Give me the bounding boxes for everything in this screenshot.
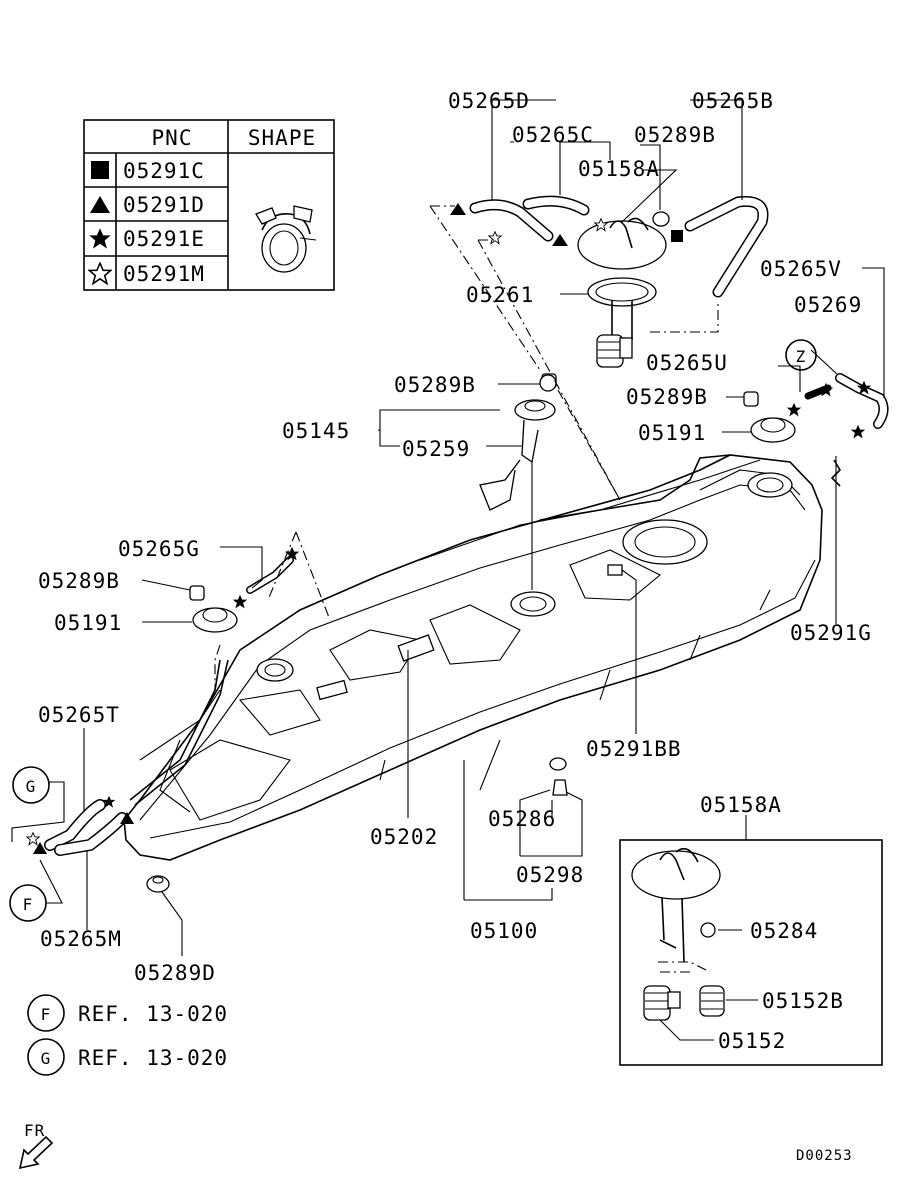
label-05265b: 05265B — [692, 89, 774, 113]
legend-pnc-05291d: 05291D — [123, 193, 205, 217]
diagram-code: D00253 — [796, 1148, 853, 1164]
legend-header-pnc: PNC — [152, 126, 193, 150]
label-05265v: 05265V — [760, 257, 842, 281]
arrow-down-left-icon — [18, 1135, 54, 1170]
front-direction-indicator: FR — [18, 1121, 54, 1170]
reference-g: G REF. 13-020 — [27, 1038, 228, 1076]
hose-clamp-icon — [255, 205, 317, 273]
label-05265u: 05265U — [646, 351, 728, 375]
svg-text:F: F — [41, 1005, 52, 1024]
part-labels: 05265D 05265B 05265C 05289B 05158A 05261… — [38, 89, 872, 1053]
svg-text:Z: Z — [796, 347, 807, 366]
label-05291g: 05291G — [790, 621, 872, 645]
label-05265t: 05265T — [38, 703, 120, 727]
outline-star-icon — [88, 262, 112, 285]
label-05152b: 05152B — [762, 989, 844, 1013]
label-05191-left: 05191 — [54, 611, 122, 635]
small-parts — [146, 211, 683, 893]
legend-pnc-05291c: 05291C — [123, 159, 205, 183]
clip-symbols — [26, 203, 872, 854]
drain-plug — [146, 875, 170, 893]
svg-text:REF. 13-020: REF. 13-020 — [78, 1046, 228, 1070]
vent-parts-left — [189, 556, 294, 690]
label-05145: 05145 — [282, 419, 350, 443]
callout-z: Z — [785, 339, 817, 371]
label-05269: 05269 — [794, 293, 862, 317]
svg-text:G: G — [41, 1049, 52, 1068]
hoses-lower-left — [44, 799, 128, 856]
label-05265c: 05265C — [512, 123, 594, 147]
label-05298: 05298 — [516, 863, 584, 887]
label-05286: 05286 — [488, 807, 556, 831]
legend-pnc-05291m: 05291M — [123, 262, 205, 286]
label-05202: 05202 — [370, 825, 438, 849]
reference-f: F REF. 13-020 — [27, 994, 228, 1032]
label-05289b-top: 05289B — [634, 123, 716, 147]
filled-triangle-icon — [90, 196, 110, 213]
inset-05158a — [619, 815, 883, 1066]
label-05265d: 05265D — [448, 89, 530, 113]
label-05289b-mid: 05289B — [394, 373, 476, 397]
svg-text:G: G — [26, 777, 37, 796]
svg-text:REF. 13-020: REF. 13-020 — [78, 1002, 228, 1026]
label-05265m: 05265M — [40, 927, 122, 951]
svg-text:F: F — [23, 895, 34, 914]
callout-f: F — [9, 859, 63, 922]
label-05158a-top: 05158A — [578, 157, 660, 181]
label-05100: 05100 — [470, 919, 538, 943]
label-05191-right: 05191 — [638, 421, 706, 445]
label-05158a-inset: 05158A — [700, 793, 782, 817]
label-05289b-left: 05289B — [38, 569, 120, 593]
fuel-tank — [123, 454, 823, 861]
label-05261: 05261 — [466, 283, 534, 307]
label-05284: 05284 — [750, 919, 818, 943]
filled-star-icon — [89, 228, 111, 249]
label-05289b-right: 05289B — [626, 385, 708, 409]
hoses-top — [469, 195, 769, 333]
legend-pnc-05291e: 05291E — [123, 227, 205, 251]
label-05152: 05152 — [718, 1029, 786, 1053]
leader-lines — [83, 99, 885, 956]
legend-table: PNC SHAPE 05291C 05291D 05291E 05291M — [83, 119, 335, 291]
legend-header-shape: SHAPE — [248, 126, 316, 150]
svg-text:FR: FR — [24, 1121, 45, 1140]
filled-square-icon — [91, 161, 109, 179]
label-05259: 05259 — [402, 437, 470, 461]
fuel-pump-assembly — [577, 217, 667, 368]
gasket-ring — [587, 277, 657, 307]
label-05291bb: 05291BB — [586, 737, 682, 761]
label-05265g: 05265G — [118, 537, 200, 561]
label-05289d: 05289D — [134, 961, 216, 985]
callout-g: G — [11, 766, 65, 842]
